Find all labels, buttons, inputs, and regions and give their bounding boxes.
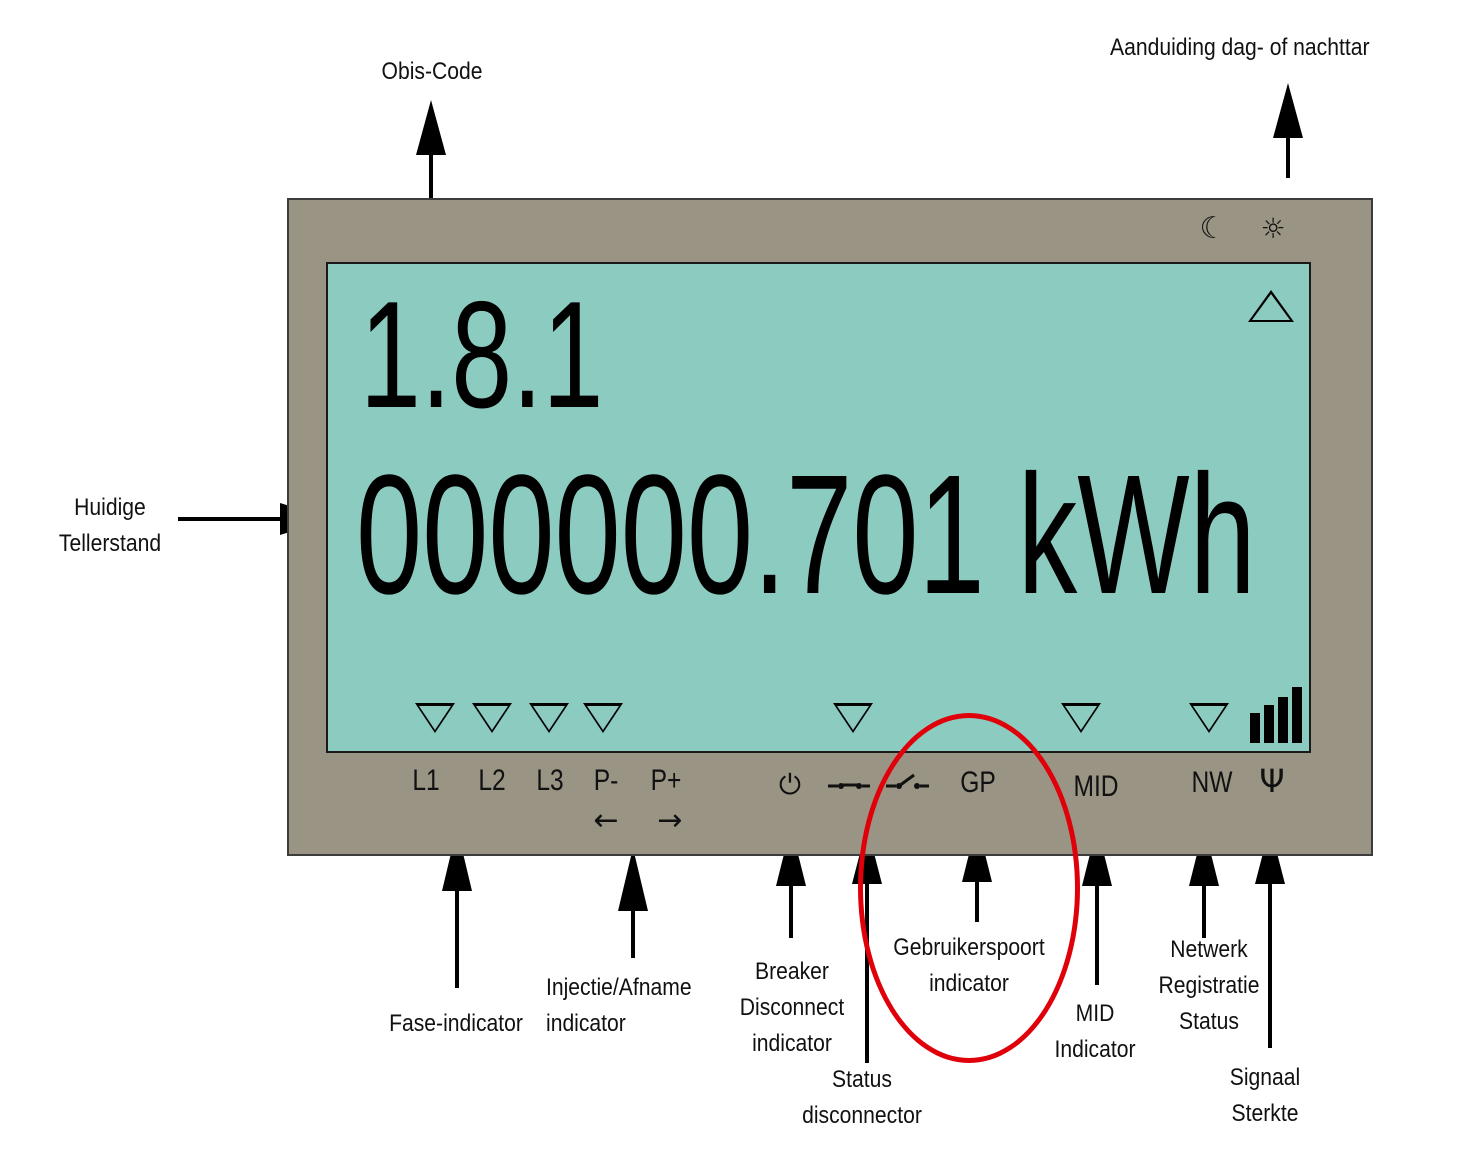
arrow-left-icon: ←: [593, 803, 619, 838]
label-l1: L1: [412, 764, 440, 797]
signal-bar-3: [1278, 697, 1288, 743]
callout-network: Netwerk Registratie Status: [1158, 936, 1260, 1035]
tariff-indicator-triangle: [1248, 290, 1294, 322]
callout-day-night: Aanduiding dag- of nachttar: [1110, 34, 1370, 61]
callout-disconnector-status: Status disconnector: [802, 1066, 922, 1129]
breaker-arrow: [776, 826, 806, 938]
callout-obis-code: Obis-Code: [381, 58, 483, 85]
label-mid: MID: [1073, 770, 1119, 803]
label-p-plus: P+: [650, 764, 682, 797]
power-icon: ⏻: [778, 768, 802, 801]
callout-signal: Signaal Sterkte: [1229, 1064, 1301, 1127]
indicator-triangle-l1: [415, 703, 455, 733]
sun-icon: ☼: [1260, 212, 1286, 245]
callout-injection: Injectie/Afname indicator: [546, 974, 692, 1037]
phase-arrow: [442, 828, 472, 988]
indicator-triangle-l3: [529, 703, 569, 733]
switch-closed-icon: [828, 783, 870, 789]
signal-bar-2: [1264, 705, 1274, 743]
indicator-triangle-p: [583, 703, 623, 733]
label-p-minus: P-: [593, 764, 619, 797]
label-l2: L2: [478, 764, 506, 797]
callout-user-port: Gebruikerspoort indicator: [893, 934, 1045, 997]
mid-arrow: [1082, 826, 1112, 985]
network-arrow: [1189, 826, 1219, 938]
label-l3: L3: [536, 764, 564, 797]
meter-reading-value: 000000.701 kWh: [356, 440, 1256, 630]
antenna-icon: Ψ: [1259, 762, 1285, 800]
callout-breaker: Breaker Disconnect indicator: [739, 958, 845, 1057]
indicator-triangle-mid: [1061, 703, 1101, 733]
callout-phase: Fase-indicator: [389, 1010, 523, 1037]
signal-bar-4: [1292, 687, 1302, 743]
callout-mid: MID Indicator: [1054, 1000, 1136, 1063]
indicator-triangle-l2: [472, 703, 512, 733]
arrow-right-icon: →: [657, 803, 683, 838]
signal-bar-1: [1250, 713, 1260, 743]
injection-arrow: [618, 848, 648, 958]
day-night-arrow: [1273, 83, 1303, 178]
lcd-display: [326, 262, 1311, 753]
indicator-triangle-nw: [1189, 703, 1229, 733]
indicator-triangle-disconnector: [833, 703, 873, 733]
moon-icon: ☾: [1199, 211, 1227, 246]
obis-code-value: 1.8.1: [360, 270, 604, 440]
label-nw: NW: [1191, 766, 1233, 799]
user-port-highlight: [858, 713, 1080, 1063]
callout-current-reading: Huidige Tellerstand: [58, 494, 162, 557]
